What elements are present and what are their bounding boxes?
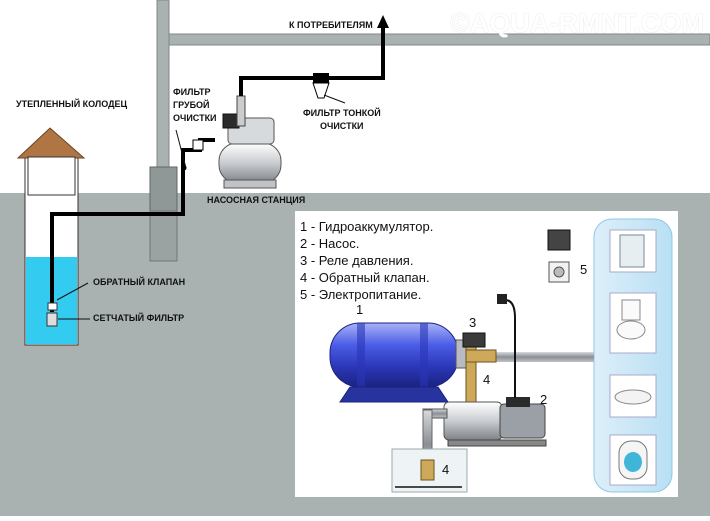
label-coarse-filter-3: ОЧИСТКИ — [173, 113, 217, 123]
water-heater-window — [624, 452, 642, 472]
foundation-block — [149, 166, 178, 212]
pump-motor-cap — [506, 397, 530, 407]
socket-box — [547, 229, 571, 251]
accumulator-legs — [339, 386, 449, 403]
pump-motor — [499, 403, 546, 439]
pressure-relay — [462, 332, 486, 348]
pump-station-tank — [218, 142, 282, 184]
consumer-arrow — [377, 15, 389, 28]
accumulator-band-right — [420, 323, 428, 387]
house-ceiling — [168, 33, 710, 46]
label-coarse-filter-2: ГРУБОЙ — [173, 100, 210, 110]
coarse-filter-leader — [175, 129, 187, 169]
legend-item-5: 5 - Электропитание. — [300, 287, 422, 302]
legend-item-3: 3 - Реле давления. — [300, 253, 414, 268]
pipe-junction — [181, 165, 187, 171]
pump-base — [447, 439, 547, 447]
label-pump-station: НАСОСНАЯ СТАНЦИЯ — [207, 195, 306, 205]
well-roof — [16, 127, 86, 159]
mesh-filter-marker — [46, 312, 58, 327]
label-check-valve: ОБРАТНЫЙ КЛАПАН — [93, 277, 186, 287]
socket-hole — [553, 266, 565, 278]
pump-body — [443, 401, 503, 441]
well-box — [391, 448, 468, 493]
power-plug — [497, 294, 507, 304]
watermark: ©AQUA-RMNT.COM — [450, 8, 704, 38]
well-top-body — [27, 156, 76, 196]
check-valve-leader — [56, 282, 89, 301]
supply-pipe — [470, 352, 594, 362]
legend-item-1: 1 - Гидроаккумулятор. — [300, 219, 434, 234]
sink-bowl — [614, 389, 652, 405]
toilet-tank — [621, 299, 641, 321]
foundation-post — [149, 210, 178, 262]
number-1: 1 — [356, 302, 364, 317]
fine-filter-leader — [323, 94, 346, 104]
pump-station-base — [223, 179, 277, 189]
accumulator-tank — [329, 322, 459, 388]
accumulator-band-left — [357, 323, 365, 387]
fine-filter — [313, 73, 329, 83]
bottom-check-valve — [420, 459, 435, 481]
pump-station-pipe — [236, 95, 246, 127]
number-3: 3 — [469, 315, 477, 330]
fitting-horizontal — [465, 349, 497, 363]
house-wall-vertical — [156, 0, 170, 194]
check-valve-marker — [47, 302, 58, 311]
label-coarse-filter-1: ФИЛЬТР — [173, 87, 211, 97]
label-insulated-well: УТЕПЛЕННЫЙ КОЛОДЕЦ — [16, 99, 128, 109]
discharge-pipe — [239, 26, 385, 96]
number-4-bottom: 4 — [442, 462, 450, 477]
number-5: 5 — [580, 262, 588, 277]
label-mesh-filter: СЕТЧАТЫЙ ФИЛЬТР — [93, 313, 185, 323]
shower-cabin-shape — [619, 234, 645, 268]
number-4-valve: 4 — [483, 372, 491, 387]
coarse-filter — [192, 139, 204, 151]
label-fine-filter-2: ОЧИСТКИ — [320, 121, 364, 131]
toilet-bowl — [616, 320, 646, 340]
label-to-consumers: К ПОТРЕБИТЕЛЯМ — [289, 20, 373, 30]
label-fine-filter-1: ФИЛЬТР ТОНКОЙ — [303, 108, 381, 118]
fine-filter-body — [312, 82, 330, 99]
legend: 1 - Гидроаккумулятор. 2 - Насос. 3 - Рел… — [300, 218, 433, 303]
number-2: 2 — [540, 392, 548, 407]
legend-item-4: 4 - Обратный клапан. — [300, 270, 430, 285]
legend-item-2: 2 - Насос. — [300, 236, 360, 251]
